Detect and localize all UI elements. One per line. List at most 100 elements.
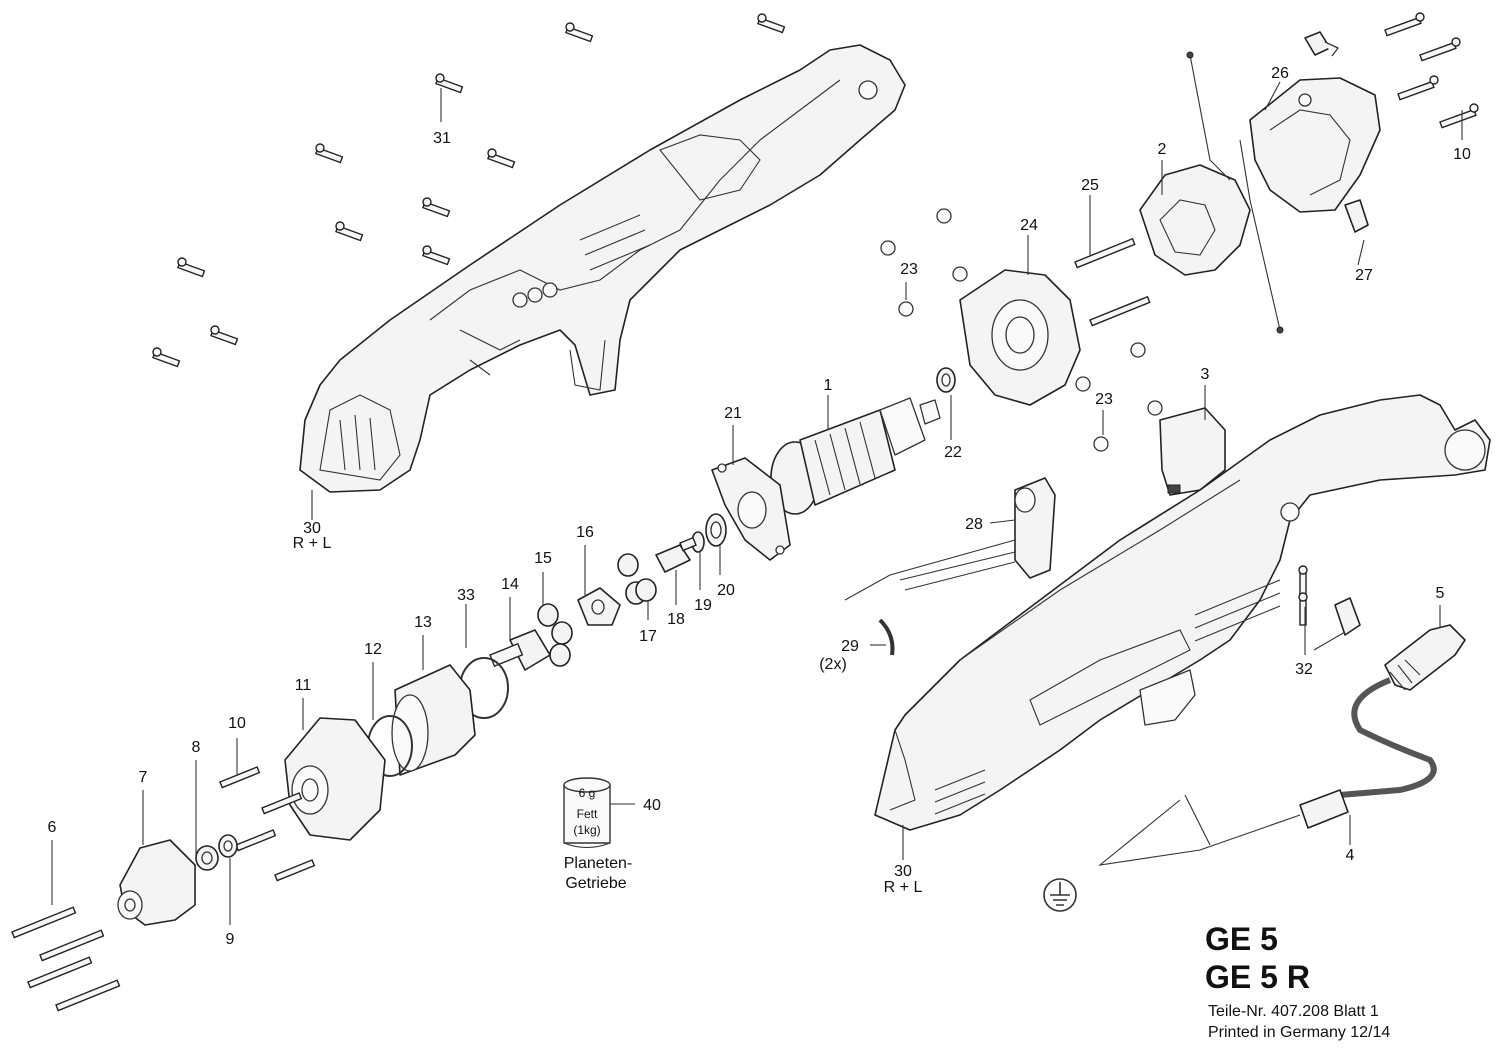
- part-8-nut: [195, 845, 219, 871]
- model-title-1: GE 5: [1205, 921, 1278, 957]
- model-title-2: GE 5 R: [1205, 959, 1310, 995]
- part-21-flange: [711, 457, 791, 561]
- screw: [315, 143, 344, 164]
- callout-29: 29: [841, 638, 859, 655]
- callout-30-left: 30: [303, 520, 321, 537]
- callout-9: 9: [226, 931, 235, 948]
- note-rl-right: R + L: [884, 879, 923, 896]
- callout-40: 40: [643, 797, 661, 814]
- callout-8: 8: [192, 739, 201, 756]
- callout-1: 1: [824, 377, 833, 394]
- part-25-screws: [1074, 237, 1151, 327]
- part-7-front-flange: [117, 839, 196, 926]
- part-5-plug: [1384, 624, 1466, 691]
- callout-20: 20: [717, 582, 735, 599]
- part-29-wire-sleeve: [878, 618, 895, 656]
- part-40-grease-tin: [563, 777, 611, 849]
- callout-30-right: 30: [894, 863, 912, 880]
- screw: [565, 22, 594, 43]
- callout-28: 28: [965, 516, 983, 533]
- part-26-housing: [1249, 77, 1381, 213]
- screw: [487, 148, 516, 169]
- callout-2: 2: [1158, 141, 1167, 158]
- callout-23-upper: 23: [900, 261, 918, 278]
- part-23-nuts: [880, 208, 1163, 452]
- part-4-cable: [1098, 677, 1437, 866]
- grease-qty: (1kg): [573, 823, 600, 837]
- grease-weight: 6 g: [579, 786, 596, 800]
- callout-27: 27: [1355, 267, 1373, 284]
- part-20-washer: [705, 513, 727, 547]
- earth-ground-symbol: [1043, 878, 1077, 912]
- callout-7: 7: [139, 769, 148, 786]
- part-17-gears: [617, 553, 657, 605]
- part-9-washer: [218, 834, 238, 858]
- callout-26: 26: [1271, 65, 1289, 82]
- screw: [177, 257, 206, 278]
- screw: [1397, 75, 1439, 101]
- printed-note: Printed in Germany 12/14: [1208, 1024, 1390, 1041]
- part-18-shaft: [655, 536, 697, 573]
- callout-10-left: 10: [228, 715, 246, 732]
- part-13-ring-gear: [391, 664, 476, 776]
- part-24-flange: [959, 269, 1081, 406]
- grease-use-line-1: Planeten-: [564, 855, 633, 872]
- part-15-gears: [537, 603, 573, 667]
- housing-half-left: [299, 44, 906, 493]
- callout-4: 4: [1346, 847, 1355, 864]
- callout-31: 31: [433, 130, 451, 147]
- part-1-armature: [770, 397, 941, 515]
- callout-22: 22: [944, 444, 962, 461]
- part-28-electronics: [844, 477, 1056, 601]
- part-3-switch: [1159, 407, 1226, 496]
- screw: [335, 221, 364, 242]
- callout-6: 6: [48, 819, 57, 836]
- grease-name: Fett: [577, 807, 598, 821]
- title-block: GE 5 GE 5 R Teile-Nr. 407.208 Blatt 1 Pr…: [1205, 921, 1390, 1041]
- screw: [1439, 103, 1479, 129]
- part-16-carrier: [577, 587, 621, 626]
- callout-21: 21: [724, 405, 742, 422]
- part-27-clip: [1344, 199, 1369, 233]
- callout-33: 33: [457, 587, 475, 604]
- part-32-cable-clamp: [1298, 565, 1361, 636]
- callout-5: 5: [1436, 585, 1445, 602]
- callout-32: 32: [1295, 661, 1313, 678]
- part-number: Teile-Nr. 407.208 Blatt 1: [1208, 1003, 1379, 1020]
- housing-half-right: [874, 394, 1491, 831]
- screws-group-31: [152, 13, 786, 368]
- callout-labels: 1 2 3 4 5 6 7 8 9 10 10 11 12 13 14 15 1…: [48, 65, 1471, 948]
- clip-part: [1304, 31, 1339, 57]
- note-qty-29: (2x): [819, 656, 847, 673]
- callout-13: 13: [414, 614, 432, 631]
- screws-group-10-left: [219, 766, 316, 882]
- screw: [152, 347, 181, 368]
- note-rl-left: R + L: [293, 535, 332, 552]
- part-2-stator: [1139, 51, 1284, 334]
- callout-18: 18: [667, 611, 685, 628]
- callout-17: 17: [639, 628, 657, 645]
- part-22-bearing: [936, 367, 956, 393]
- screw: [757, 13, 786, 34]
- callout-12: 12: [364, 641, 382, 658]
- callout-25: 25: [1081, 177, 1099, 194]
- part-11-gear-housing: [284, 717, 386, 841]
- screw: [1419, 37, 1461, 62]
- part-14-spindle: [489, 629, 551, 671]
- screws-group-10-top: [1384, 12, 1479, 129]
- part-6-screws: [11, 906, 121, 1012]
- callout-23-lower: 23: [1095, 391, 1113, 408]
- screw: [1384, 12, 1425, 37]
- grease-use-line-2: Getriebe: [565, 875, 626, 892]
- callout-16: 16: [576, 524, 594, 541]
- screw: [422, 245, 451, 266]
- callout-19: 19: [694, 597, 712, 614]
- leader-lines: [51, 81, 1463, 925]
- screw: [210, 325, 239, 346]
- callout-24: 24: [1020, 217, 1038, 234]
- callout-11: 11: [295, 677, 312, 694]
- screw: [435, 73, 464, 94]
- callout-3: 3: [1201, 366, 1210, 383]
- callout-10-right: 10: [1453, 146, 1471, 163]
